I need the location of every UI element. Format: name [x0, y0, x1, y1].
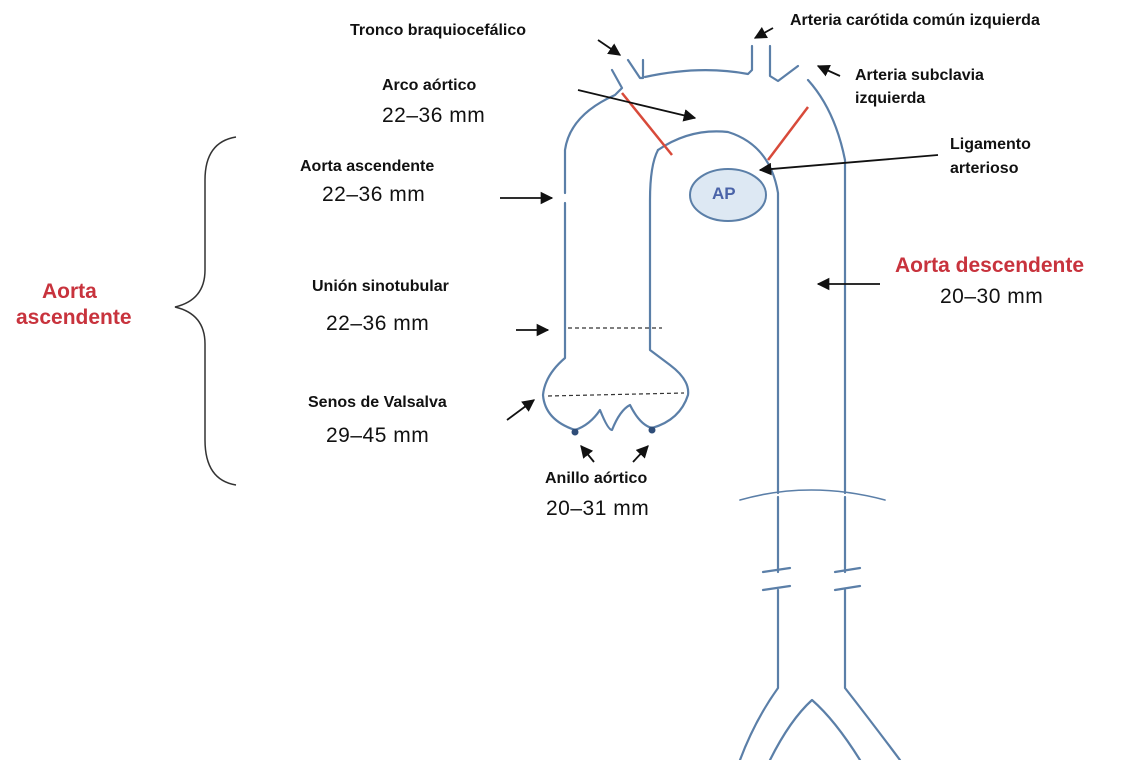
ascending-bracket	[175, 137, 236, 485]
label-senos: Senos de Valsalva	[308, 394, 447, 412]
label-aorta-desc: Aorta descendente	[895, 254, 1084, 278]
arrow-tronco	[598, 40, 620, 55]
label-ligamento-2: arterioso	[950, 160, 1018, 178]
label-ligamento-1: Ligamento	[950, 136, 1031, 154]
arrow-senos	[507, 400, 534, 420]
label-aorta-asc-mm: 22–36 mm	[322, 183, 425, 207]
annulus-dot-right	[649, 427, 656, 434]
label-arco: Arco aórtico	[382, 77, 476, 95]
label-union-mm: 22–36 mm	[326, 312, 429, 336]
label-subclavia-1: Arteria subclavia	[855, 67, 984, 85]
arrow-ligamento	[760, 155, 938, 170]
label-union: Unión sinotubular	[312, 278, 449, 296]
sinus-cusps	[575, 405, 652, 430]
arrow-arco	[578, 90, 695, 118]
aorta-outline	[543, 46, 900, 760]
label-aorta-desc-mm: 20–30 mm	[940, 285, 1043, 309]
label-carotida: Arteria carótida común izquierda	[790, 12, 1040, 30]
label-senos-mm: 29–45 mm	[326, 424, 429, 448]
label-bracket-1: Aorta	[42, 280, 97, 304]
valsalva-line	[548, 393, 684, 396]
label-subclavia-2: izquierda	[855, 90, 925, 108]
arch-boundary-right	[768, 107, 808, 160]
label-tronco: Tronco braquiocefálico	[350, 22, 526, 40]
arrow-subclavia	[818, 66, 840, 76]
arrow-anillo-left	[581, 446, 594, 462]
label-ap: AP	[712, 184, 736, 204]
aorta-inner-left	[650, 150, 688, 428]
arrow-carotida	[755, 28, 773, 38]
annulus-dot-left	[572, 429, 579, 436]
aorta-inner-bottom	[740, 590, 778, 760]
iliac-bifurcation	[770, 700, 860, 760]
label-anillo-mm: 20–31 mm	[546, 497, 649, 521]
curve-mark	[740, 490, 885, 500]
arrow-anillo-right	[633, 446, 648, 462]
aorta-outer-wall-bottom	[845, 590, 900, 760]
label-aorta-asc: Aorta ascendente	[300, 158, 434, 176]
label-arco-mm: 22–36 mm	[382, 104, 485, 128]
label-bracket-2: ascendente	[16, 306, 132, 330]
label-anillo: Anillo aórtico	[545, 470, 647, 488]
